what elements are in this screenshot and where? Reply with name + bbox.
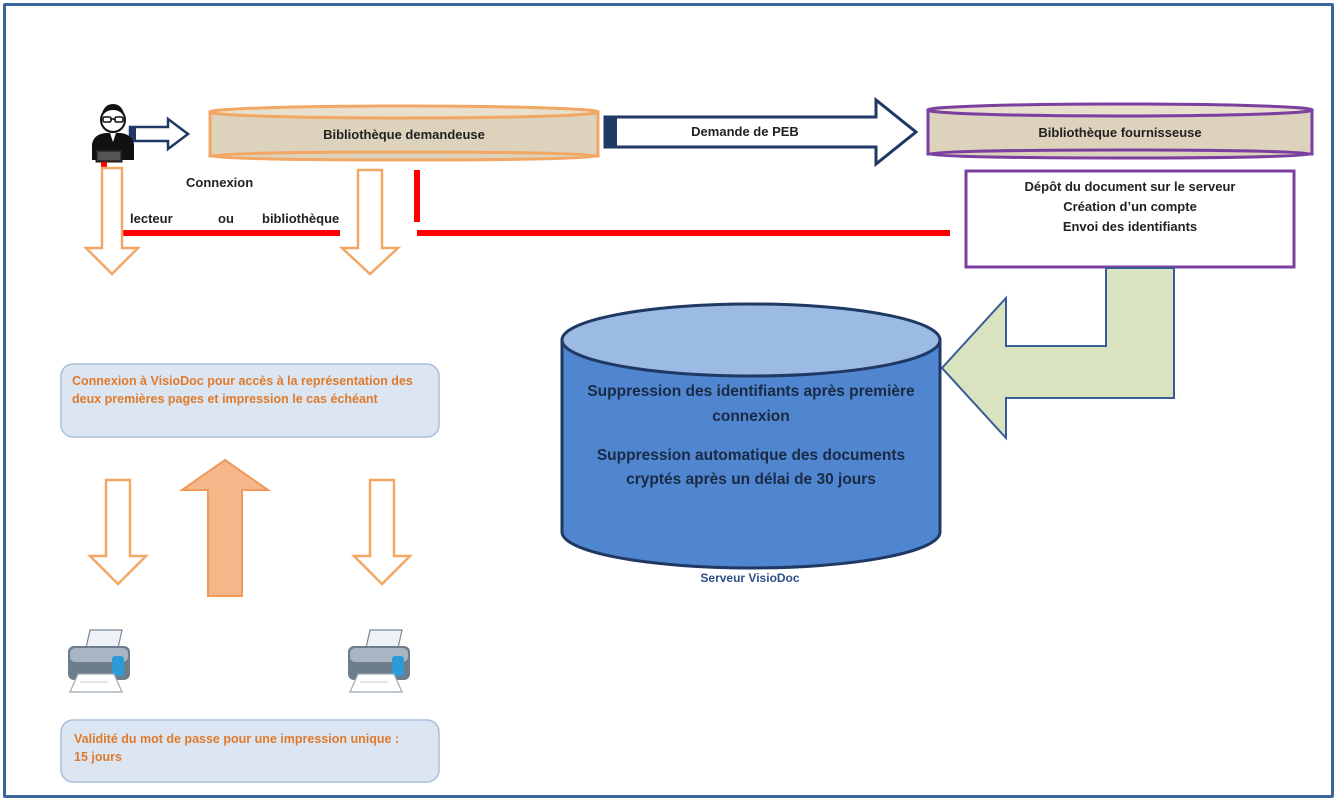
down-arrow-left-top (82, 166, 142, 276)
visiodoc-server-node (560, 302, 942, 570)
server-caption: Serveur VisioDoc (700, 571, 800, 585)
printer-icon (68, 629, 130, 693)
requesting-library-node (208, 104, 600, 162)
ou-label: ou (218, 211, 234, 226)
deposit-line-1: Dépôt du document sur le serveur (1024, 179, 1236, 194)
up-arrow-center (178, 458, 272, 597)
visiodoc-access-note (60, 363, 440, 438)
supplying-library-label: Bibliothèque fournisseuse (1038, 125, 1202, 140)
password-validity-note (60, 719, 440, 783)
peb-request-label: Demande de PEB (691, 124, 799, 139)
server-line-1: Suppression des identifiants après premi… (587, 383, 915, 425)
diagram-frame (3, 3, 1334, 798)
peb-request-arrow (603, 96, 919, 168)
connection-lines (101, 162, 1030, 236)
deposit-to-server-arrow (940, 267, 1175, 441)
user-to-library-arrow (128, 116, 191, 152)
server-line-2: Suppression automatique des documents cr… (596, 446, 906, 489)
supplying-library-node (926, 102, 1314, 160)
down-arrow-library-top (338, 168, 402, 276)
down-arrow-right-bottom (350, 478, 414, 586)
down-arrow-left-bottom (86, 478, 150, 586)
visiodoc-access-text: Connexion à VisioDoc pour accès à la rep… (72, 374, 413, 407)
deposit-line-3: Envoi des identifiants (1062, 219, 1198, 234)
requesting-library-label: Bibliothèque demandeuse (323, 127, 485, 142)
deposit-box (964, 169, 1296, 269)
password-validity-text: Validité du mot de passe pour une impres… (74, 732, 400, 765)
bibliotheque-label: bibliothèque (262, 211, 340, 226)
printer-icon (348, 629, 410, 693)
user-with-glasses-icon (92, 104, 134, 163)
connexion-label: Connexion (186, 175, 254, 190)
server-text: Suppression des identifiants après premi… (584, 380, 918, 507)
lecteur-label: lecteur (130, 211, 173, 226)
deposit-line-2: Création d’un compte (1063, 199, 1197, 214)
